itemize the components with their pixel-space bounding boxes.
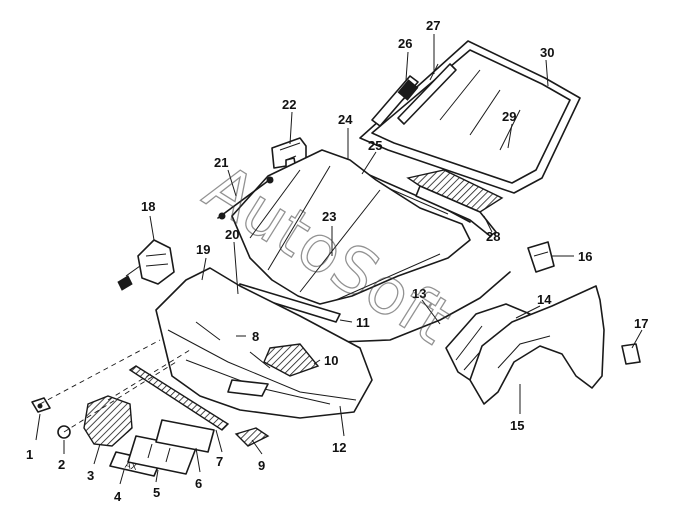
part-label-24: 24 (338, 112, 353, 127)
part-label-20: 20 (225, 227, 239, 242)
wiper-blade (397, 63, 457, 125)
wiper-motor (397, 79, 419, 101)
part-label-8: 8 (252, 329, 259, 344)
side-indicator (234, 427, 270, 447)
wing-screw (621, 343, 641, 365)
part-label-14: 14 (537, 292, 552, 307)
part-label-2: 2 (58, 457, 65, 472)
retaining-nut (57, 425, 71, 439)
part-label-26: 26 (398, 36, 412, 51)
part-label-21: 21 (214, 155, 228, 170)
windscreen-seal (359, 40, 581, 194)
lower-grille-strip (128, 365, 230, 431)
part-label-28: 28 (486, 229, 500, 244)
horn (137, 239, 175, 285)
scuttle-grille (406, 169, 504, 213)
part-label-5: 5 (153, 485, 160, 500)
part-label-18: 18 (141, 199, 155, 214)
part-label-25: 25 (368, 138, 382, 153)
part-label-19: 19 (196, 242, 210, 257)
part-label-4: 4 (114, 489, 122, 504)
wing-bracket (527, 241, 555, 273)
horn-connector (117, 275, 133, 291)
part-label-30: 30 (540, 45, 554, 60)
plate-bracket (155, 419, 215, 453)
part-label-17: 17 (634, 316, 648, 331)
part-label-6: 6 (195, 476, 202, 491)
hinge-bolt-pair (217, 177, 273, 219)
windscreen-glass (371, 49, 571, 184)
part-label-22: 22 (282, 97, 296, 112)
part-label-3: 3 (87, 468, 94, 483)
part-label-9: 9 (258, 458, 265, 473)
part-label-12: 12 (332, 440, 346, 455)
part-label-7: 7 (216, 454, 223, 469)
part-label-13: 13 (412, 286, 426, 301)
part-label-15: 15 (510, 418, 524, 433)
front-bumper (155, 267, 373, 419)
part-label-10: 10 (324, 353, 338, 368)
part-label-27: 27 (426, 18, 440, 33)
part-label-1: 1 (26, 447, 33, 462)
fog-lamp (263, 343, 320, 377)
front-grille (83, 395, 133, 447)
part-label-16: 16 (578, 249, 592, 264)
part-label-29: 29 (502, 109, 516, 124)
part-label-11: 11 (356, 315, 370, 330)
part-label-23: 23 (322, 209, 336, 224)
front-wing (469, 285, 605, 405)
